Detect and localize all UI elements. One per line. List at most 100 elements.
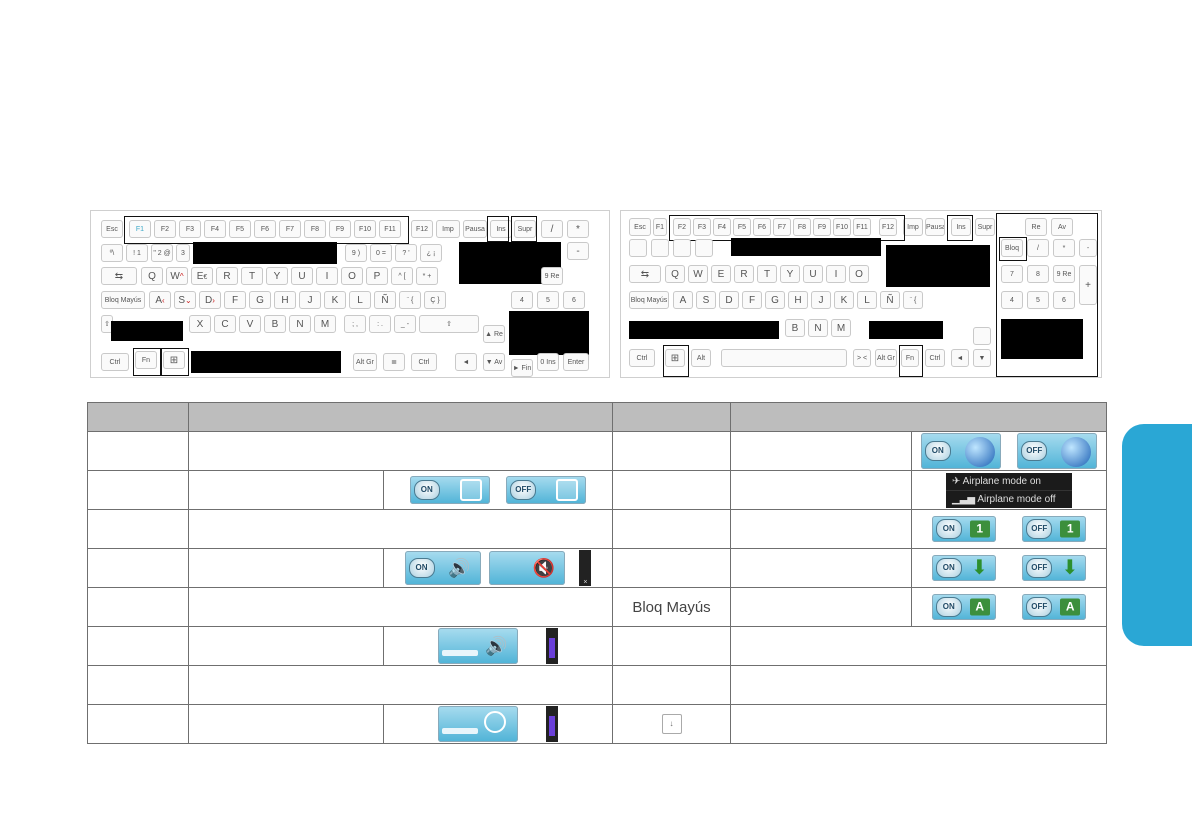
key-l: L (857, 291, 877, 309)
globe-icon (1061, 437, 1092, 467)
key-numpad-plus: + (1079, 265, 1097, 305)
scroll-lock-on-osd-icon: ON⬇ (931, 555, 996, 581)
touchpad-on-osd-icon: ON (409, 476, 490, 504)
key-numpad-5: 5 (537, 291, 559, 309)
key-numpad-8: 8 (1027, 265, 1049, 283)
num-lock-highlight (999, 237, 1027, 261)
redacted-block (869, 321, 943, 339)
key-f8: F8 (793, 218, 811, 236)
key-0: 0 = (370, 244, 392, 262)
key-f8-label: F8 (310, 226, 320, 233)
redacted-block (731, 238, 881, 256)
table-cell (87, 626, 189, 666)
redacted-block (629, 321, 779, 339)
scroll-lock-icon: ⬇ (971, 557, 988, 579)
key-f1: F1 (653, 218, 667, 236)
key-f9: F9 (329, 220, 351, 238)
key-insert: Ins (951, 218, 971, 236)
key-s-label: S (178, 295, 185, 306)
speaker-muted-icon: 🔇 (532, 558, 555, 578)
off-label: OFF (1026, 597, 1053, 617)
table-cell (188, 704, 384, 744)
key-numpad-4: 4 (1001, 291, 1023, 309)
key-down-pgdn: ▼ Av Pág (483, 353, 505, 371)
volume-level-bar (546, 628, 559, 664)
table-cell (188, 509, 613, 549)
table-cell (730, 704, 1107, 744)
key-f10-label: F10 (358, 226, 372, 233)
win-key-highlight (161, 348, 189, 376)
key-alt-gr: Alt Gr (875, 349, 897, 367)
key-tab: ⇆ (629, 265, 661, 283)
key-f11: F11 (379, 220, 401, 238)
redacted-block (111, 321, 183, 341)
table-cell (730, 470, 912, 510)
key-pgdn-end: Av Pág Fin (1051, 218, 1073, 236)
table-cell (87, 470, 189, 510)
airplane-off-text: Airplane mode off (977, 493, 1056, 505)
mute-on-osd-icon: ON🔊 (404, 551, 481, 585)
caps-lock-icon: A (969, 598, 990, 616)
table-cell (730, 587, 912, 627)
key-diaeresis: ¨ { (399, 291, 421, 309)
key-a: A‹ (149, 291, 171, 309)
function-key-table: ON OFF ON OFF ✈ A (87, 402, 1107, 744)
redacted-block (1001, 319, 1083, 359)
key-diaeresis: ¨ { (903, 291, 923, 309)
key-3 (695, 239, 713, 257)
num-lock-icon: 1 (969, 520, 990, 538)
key-w-label: W (170, 271, 180, 282)
key-numpad-6: 6 (1053, 291, 1075, 309)
key-f9-label: F9 (335, 226, 345, 233)
key-f10: F10 (833, 218, 851, 236)
key-f: F (224, 291, 246, 309)
key-f11-label: F11 (384, 226, 396, 233)
key-pause: Pausa Inter (925, 218, 945, 236)
key-f4: F4 (713, 218, 731, 236)
insert-key-highlight (487, 216, 509, 242)
table-cell (730, 431, 912, 471)
key-left-ctrl: Ctrl (629, 349, 655, 367)
up-arrow-icon: ^ (179, 272, 184, 281)
table-row: 🔊 (87, 626, 1107, 666)
redacted-block (191, 351, 341, 373)
key-e-label: E (196, 271, 204, 282)
key-numpad-5: 5 (1027, 291, 1049, 309)
keyboard-diagram-left: Esc F1 F2 F3 F4 F5 F6 F7 F8 F9 F10 F11 F… (90, 210, 610, 378)
table-cell (188, 548, 384, 588)
key-r: R (734, 265, 754, 283)
key-f4-label: F4 (210, 226, 220, 233)
key-m: M (314, 315, 336, 333)
touchpad-off-osd-icon: OFF (506, 476, 587, 504)
key-angle: > < (853, 349, 871, 367)
on-label: ON (935, 519, 962, 539)
table-cell (188, 470, 384, 510)
table-cell (612, 626, 731, 666)
key-h: H (788, 291, 808, 309)
table-cell (188, 587, 613, 627)
key-q: Q (665, 265, 685, 283)
key-n: N (289, 315, 311, 333)
key-f7: F7 (279, 220, 301, 238)
key-delete: Supr (975, 218, 995, 236)
table-cell: ON OFF (911, 431, 1107, 471)
table-cell: ON OFF (383, 470, 613, 510)
table-cell (612, 509, 731, 549)
key-t: T (241, 267, 263, 285)
windows-icon: ⊞ (163, 351, 185, 369)
left-arrow-icon: ‹ (162, 296, 165, 305)
key-pgup-home: Re Pág Inicio (1025, 218, 1047, 236)
globe-icon (964, 437, 995, 467)
keyboard-diagram-right: Esc F1 F2 F3 F4 F5 F6 F7 F8 F9 F10 F11 F… (620, 210, 1102, 378)
key-a-label: A (155, 295, 162, 306)
table-cell (188, 626, 384, 666)
key-j: J (299, 291, 321, 309)
key-numpad-4: 4 (511, 291, 533, 309)
fn-key-highlight (133, 348, 161, 376)
key-f1: F1 (129, 220, 151, 238)
key-f7-label: F7 (285, 226, 295, 233)
table-row: ON OFF ✈ Airplane mode on ▁▃▅ Airplane m… (87, 470, 1107, 510)
key-esc: Esc (629, 218, 651, 236)
brightness-level-fill (549, 716, 556, 736)
